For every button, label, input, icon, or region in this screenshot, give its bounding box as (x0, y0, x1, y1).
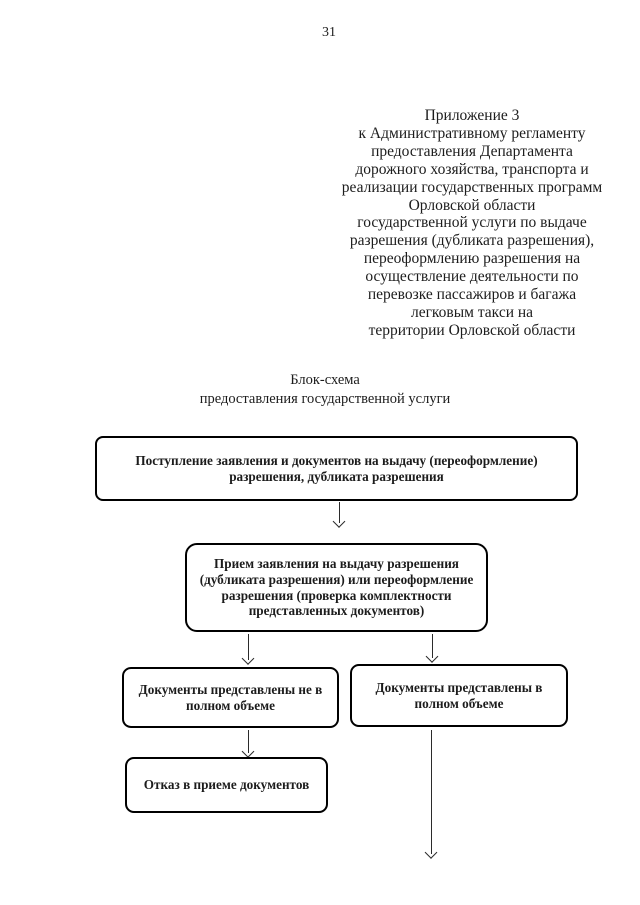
flow-node-acceptance: Прием заявления на выдачу разрешения (ду… (185, 543, 488, 632)
flow-arrow-acceptance-to-complete (425, 634, 439, 663)
arrow-shaft (338, 502, 340, 523)
flow-node-documents-incomplete: Документы представлены не в полном объем… (122, 667, 339, 728)
flowchart-title: Блок-схема предоставления государственно… (199, 372, 451, 407)
flow-node-submission: Поступление заявления и документов на вы… (95, 436, 578, 501)
arrow-down-icon (241, 745, 255, 758)
flow-arrow-submission-to-acceptance (332, 502, 346, 528)
flow-arrow-incomplete-to-refusal (241, 730, 255, 758)
arrow-down-icon (332, 515, 346, 528)
page-number: 31 (322, 25, 336, 40)
arrow-shaft (430, 730, 432, 854)
arrow-shaft (431, 634, 433, 658)
flow-node-refusal: Отказ в приеме документов (125, 757, 328, 813)
arrow-down-icon (241, 652, 255, 665)
appendix-reference: Приложение 3 к Административному регламе… (341, 107, 603, 339)
arrow-down-icon (425, 650, 439, 663)
arrow-down-icon (424, 846, 438, 859)
flow-arrow-complete-to-next-page (424, 730, 438, 859)
flow-node-documents-complete: Документы представлены в полном объеме (350, 664, 568, 727)
arrow-shaft (247, 634, 249, 660)
arrow-shaft (247, 730, 249, 753)
flow-arrow-acceptance-to-incomplete (241, 634, 255, 665)
